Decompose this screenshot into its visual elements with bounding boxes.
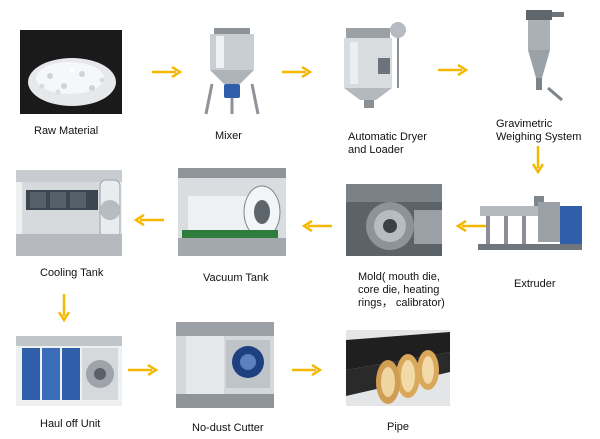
label-extruder: Extruder	[514, 278, 556, 290]
arrow-left-2	[300, 220, 332, 232]
label-mold-line-1: Mold( mouth die,	[358, 271, 440, 283]
arrow-right-1	[152, 66, 184, 78]
label-mold-line-2: core die, heating	[358, 284, 440, 296]
vacuum-tank-photo	[178, 168, 286, 256]
mixer-photo	[200, 24, 264, 116]
arrow-right-2	[282, 66, 314, 78]
gravimetric-photo	[518, 8, 568, 102]
label-gravimetric-line-1: Gravimetric	[496, 118, 553, 130]
label-dryer-line-1: Automatic Dryer	[348, 131, 427, 143]
label-mold-line-3: rings， calibrator)	[358, 297, 445, 309]
extruder-photo	[476, 182, 584, 256]
label-gravimetric: Gravimetric Weighing System	[496, 118, 581, 144]
raw-material-photo	[20, 30, 122, 114]
arrow-right-4	[128, 364, 160, 376]
label-mold: Mold( mouth die, core die, heating rings…	[358, 271, 445, 310]
label-cutter: No-dust Cutter	[192, 422, 264, 434]
arrow-down-1	[532, 146, 544, 174]
arrow-left-3	[132, 214, 164, 226]
arrow-left-1	[454, 220, 486, 232]
label-raw-material: Raw Material	[34, 125, 99, 137]
haul-off-photo	[16, 336, 122, 406]
label-haul-off: Haul off Unit	[40, 418, 101, 430]
mold-photo	[346, 184, 442, 256]
pipe-photo	[346, 330, 450, 406]
arrow-right-3	[438, 64, 470, 76]
label-vacuum-tank: Vacuum Tank	[203, 272, 269, 284]
arrow-right-5	[292, 364, 324, 376]
dryer-loader-photo	[338, 18, 410, 110]
label-dryer-line-2: and Loader	[348, 144, 404, 156]
label-mixer: Mixer	[215, 130, 242, 142]
label-dryer: Automatic Dryer and Loader	[348, 131, 427, 157]
label-gravimetric-line-2: Weighing System	[496, 131, 582, 143]
cooling-tank-photo	[16, 170, 122, 256]
label-pipe: Pipe	[387, 421, 410, 433]
arrow-down-2	[58, 294, 70, 322]
cutter-photo	[176, 322, 274, 408]
label-cooling-tank: Cooling Tank	[40, 267, 104, 279]
